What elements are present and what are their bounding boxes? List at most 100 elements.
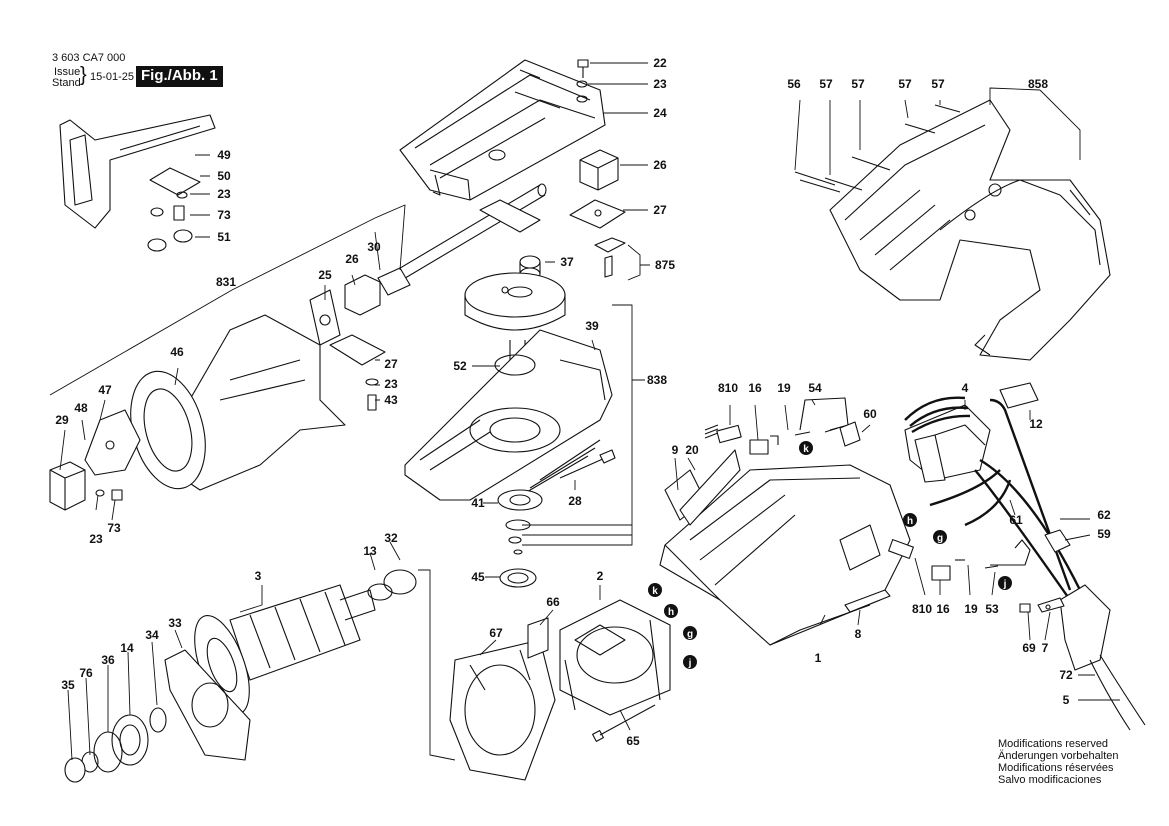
- callout-72: 72: [1059, 668, 1073, 682]
- callout-60: 60: [863, 407, 877, 421]
- callout-25: 25: [318, 268, 332, 282]
- clamp-block: [579, 149, 619, 191]
- clamp-plate: [569, 199, 626, 278]
- svg-text:g: g: [687, 629, 693, 640]
- svg-text:h: h: [907, 516, 913, 527]
- callout-27: 27: [653, 203, 667, 217]
- callout-30: 30: [367, 240, 381, 254]
- top-cover: [399, 59, 606, 201]
- brush-holder-lower: [888, 539, 965, 581]
- insulation-plates: [664, 449, 741, 526]
- brush-lead-upper: [794, 397, 861, 447]
- callout-54: 54: [808, 381, 822, 395]
- callout-24: 24: [653, 106, 667, 120]
- marker-h-field: h: [664, 604, 678, 618]
- marker-j-wire: j: [998, 576, 1012, 590]
- marker-j-field: j: [683, 655, 697, 669]
- callout-9: 9: [672, 443, 679, 457]
- note-german: Änderungen vorbehalten: [998, 750, 1119, 762]
- callout-23-left: 23: [217, 187, 231, 201]
- callout-831: 831: [216, 275, 236, 289]
- callout-1: 1: [815, 651, 822, 665]
- leader-lines: [49, 62, 1120, 761]
- callout-57-b: 57: [851, 77, 865, 91]
- callout-35: 35: [61, 678, 75, 692]
- callout-51: 51: [217, 230, 231, 244]
- callout-32: 32: [384, 531, 398, 545]
- brush-holder-upper: [704, 424, 779, 455]
- callout-53: 53: [985, 602, 999, 616]
- marker-k-field: k: [648, 583, 662, 597]
- callout-16-upper: 16: [748, 381, 762, 395]
- callout-13: 13: [363, 544, 377, 558]
- callout-16-lower: 16: [936, 602, 950, 616]
- callout-59: 59: [1097, 527, 1111, 541]
- callout-41: 41: [471, 496, 485, 510]
- field-coil: [559, 599, 671, 716]
- callout-27-mid: 27: [384, 357, 398, 371]
- callout-26: 26: [653, 158, 667, 172]
- motor-housing: [659, 464, 911, 646]
- callout-33: 33: [168, 616, 182, 630]
- callout-46: 46: [170, 345, 184, 359]
- stand-label: Stand: [52, 77, 81, 89]
- callout-52: 52: [453, 359, 467, 373]
- note-spanish: Salvo modificaciones: [998, 774, 1102, 786]
- callout-36: 36: [101, 653, 115, 667]
- nose-cover: [130, 314, 346, 491]
- callout-69: 69: [1022, 641, 1036, 655]
- callout-14: 14: [120, 641, 134, 655]
- callout-56: 56: [787, 77, 801, 91]
- clamp-parts-middle: [309, 274, 386, 411]
- callout-48: 48: [74, 401, 88, 415]
- callout-39: 39: [585, 319, 599, 333]
- callout-67: 67: [489, 626, 503, 640]
- brace-glyph: }: [80, 64, 87, 86]
- callout-4: 4: [962, 381, 969, 395]
- callout-19-upper: 19: [777, 381, 791, 395]
- fan-baffle: [164, 649, 251, 761]
- svg-text:j: j: [688, 658, 692, 669]
- marker-h-wire: h: [903, 513, 917, 527]
- air-baffle: [449, 639, 556, 781]
- callout-5: 5: [1063, 693, 1070, 707]
- cord-clamp: [1044, 529, 1146, 731]
- brush-lead-lower: [984, 539, 1031, 569]
- callout-62: 62: [1097, 508, 1111, 522]
- callout-810-upper: 810: [718, 381, 738, 395]
- modification-notes: Modifications reserved Änderungen vorbeh…: [998, 738, 1118, 786]
- figure-label: Fig./Abb. 1: [136, 66, 223, 87]
- callout-45: 45: [471, 570, 485, 584]
- armature: [194, 569, 417, 715]
- svg-text:k: k: [803, 444, 809, 455]
- callout-858: 858: [1028, 77, 1048, 91]
- callout-73: 73: [217, 208, 231, 222]
- callout-43: 43: [384, 393, 398, 407]
- svg-text:h: h: [668, 607, 674, 618]
- rear-bearing-stack: [64, 707, 167, 783]
- callout-7: 7: [1042, 641, 1049, 655]
- document-number: 3 603 CA7 000: [52, 52, 126, 64]
- callout-23-chuck: 23: [89, 532, 103, 546]
- svg-text:g: g: [937, 533, 943, 544]
- svg-text:k: k: [652, 586, 658, 597]
- clamp-screws: [1019, 597, 1065, 613]
- callout-875: 875: [655, 258, 675, 272]
- callout-76: 76: [79, 666, 93, 680]
- callout-66: 66: [546, 595, 560, 609]
- callout-2: 2: [597, 569, 604, 583]
- screw-22: [576, 59, 589, 103]
- marker-g-field: g: [683, 626, 697, 640]
- callout-28: 28: [568, 494, 582, 508]
- callout-23-mid: 23: [384, 377, 398, 391]
- screw-28: [559, 449, 616, 479]
- callout-61: 61: [1009, 513, 1023, 527]
- handle-housing: [829, 99, 1111, 361]
- callout-37: 37: [560, 255, 574, 269]
- callout-57-d: 57: [931, 77, 945, 91]
- callout-labels: 22 23 24 26 27 37 875 49 50 23 73 51 30 …: [55, 56, 1111, 748]
- callout-26-mid: 26: [345, 252, 359, 266]
- wiring-harness: [904, 396, 1082, 601]
